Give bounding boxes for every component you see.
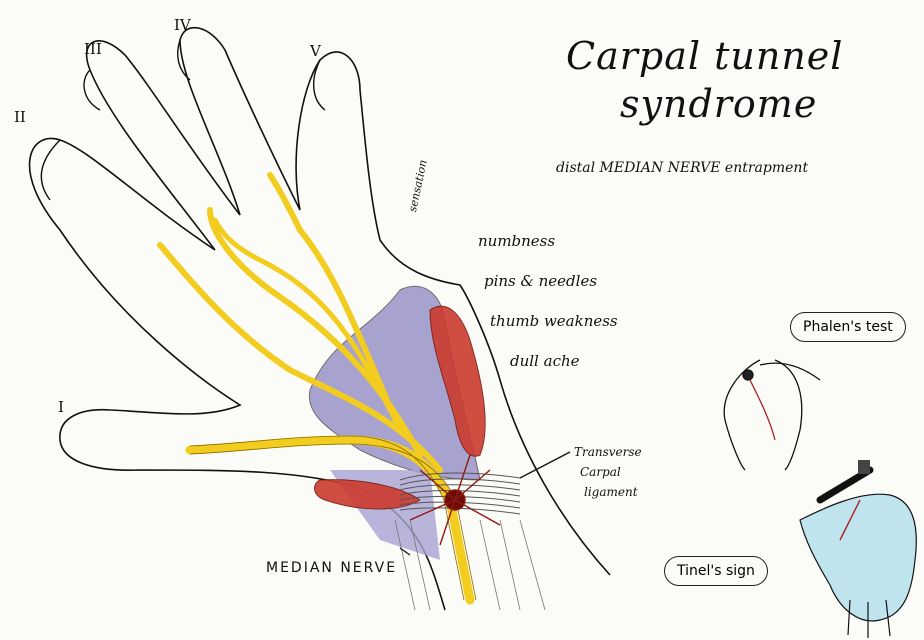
wrist-tendons <box>394 519 546 611</box>
tinel-sign-bubble: Tinel's sign <box>664 556 768 586</box>
digit-label-thumb: I <box>58 398 64 416</box>
digit-label-index: II <box>14 108 26 126</box>
ligament-arrow <box>519 451 571 479</box>
title-line1: Carpal tunnel <box>566 34 844 78</box>
finger-outline-index <box>40 139 61 201</box>
symptom-numbness: numbness <box>478 232 556 250</box>
digit-label-ring: IV <box>174 16 191 34</box>
hypothenar-muscle <box>429 305 486 457</box>
symptom-thumb-weakness: thumb weakness <box>490 312 618 330</box>
median-nerve-label: MEDIAN NERVE <box>266 560 398 576</box>
nerve-arrow <box>399 547 411 556</box>
ligament-label-line1: Transverse <box>574 445 642 459</box>
subtitle: distal MEDIAN NERVE entrapment <box>556 160 809 176</box>
title-line2: syndrome <box>620 82 818 126</box>
finger-outline-middle <box>83 69 101 111</box>
compression-site <box>409 454 501 546</box>
median-nerve-outline <box>189 435 477 601</box>
phalen-test-bubble: Phalen's test <box>790 312 906 342</box>
digit-label-middle: III <box>84 40 102 58</box>
digit-label-little: V <box>310 42 321 60</box>
ligament-label-line3: ligament <box>584 485 638 499</box>
thenar-muscle <box>314 479 421 510</box>
ligament-label-line2: Carpal <box>580 465 621 479</box>
symptom-pins-needles: pins & needles <box>484 272 598 290</box>
symptom-dull-ache: dull ache <box>510 352 580 370</box>
phalen-illustration <box>723 359 821 471</box>
finger-outline-ring <box>177 39 191 81</box>
tinel-illustration <box>799 460 917 638</box>
hand-outline <box>28 26 611 611</box>
finger-outline-little <box>313 59 326 111</box>
